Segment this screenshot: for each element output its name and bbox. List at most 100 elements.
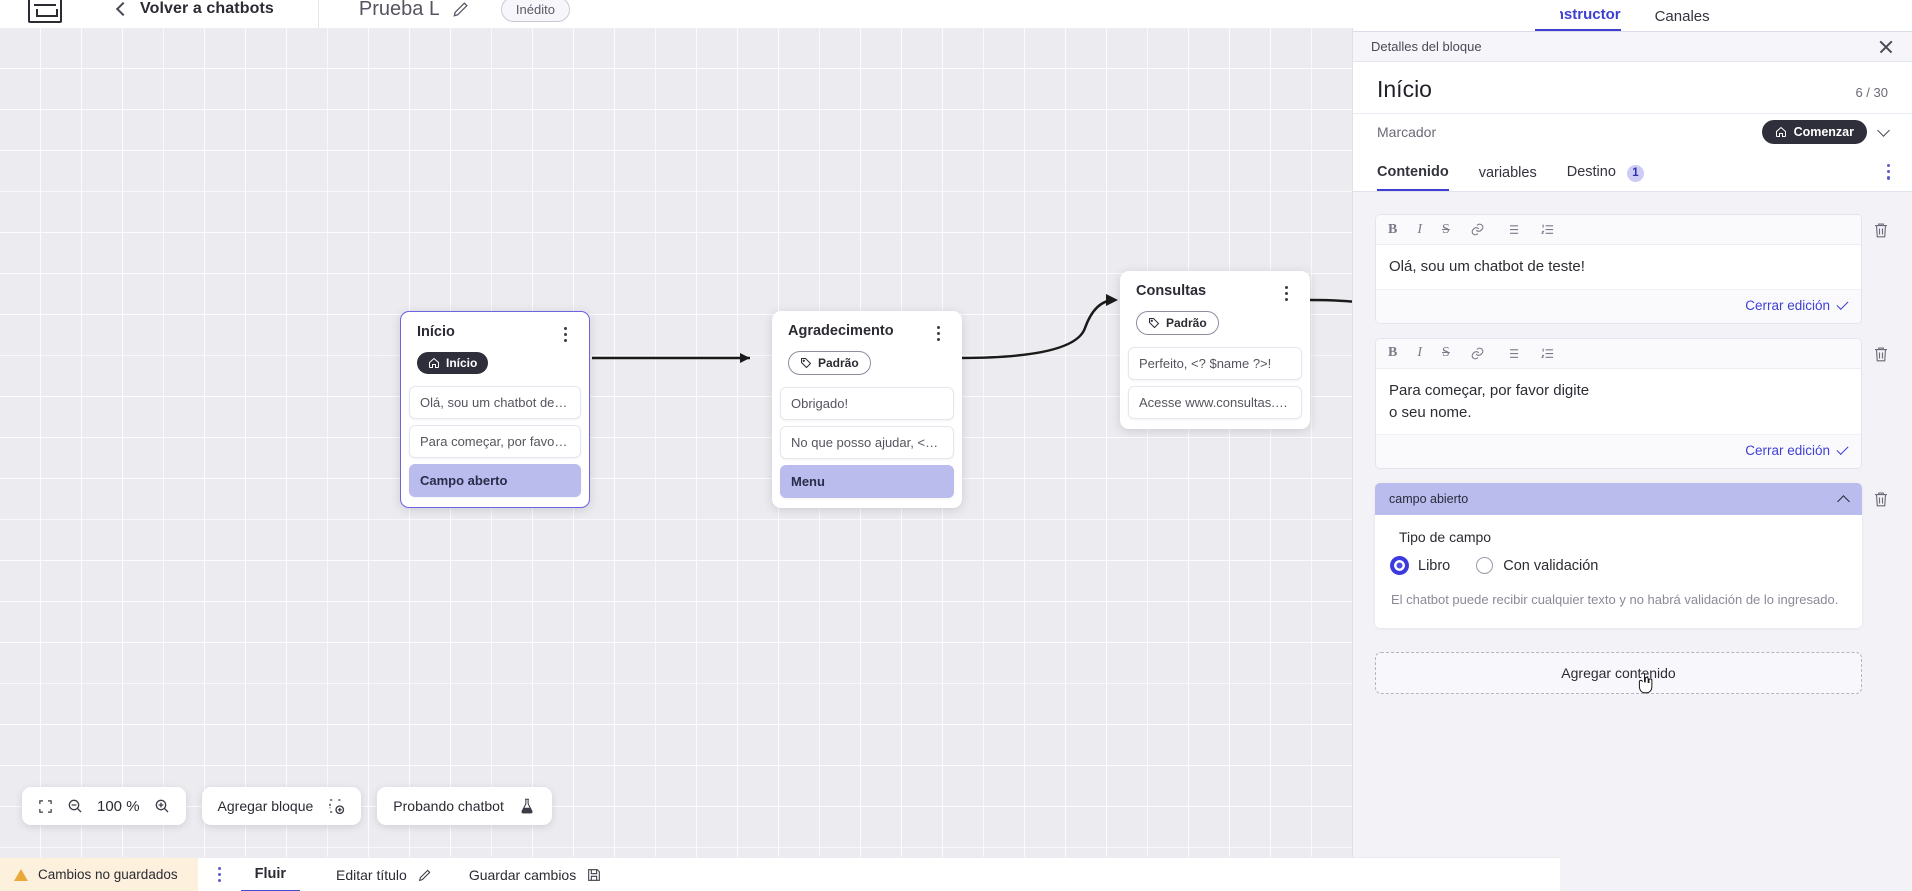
flow-node-inicio[interactable]: Início Início Olá, sou um chatbot de tes… — [400, 311, 590, 508]
destino-count-badge: 1 — [1626, 165, 1644, 182]
node-message[interactable]: Obrigado! — [780, 387, 954, 420]
close-edit-button[interactable]: Cerrar edición — [1745, 297, 1849, 313]
editor-text-content[interactable]: Para começar, por favor digite o seu nom… — [1389, 381, 1590, 421]
chevron-up-icon[interactable] — [1837, 494, 1850, 508]
add-block-button[interactable]: Agregar bloque — [201, 787, 362, 825]
node-header: Consultas — [1120, 283, 1310, 301]
flow-node-agradecimento[interactable]: Agradecimento Padrão Obrigado! No que po… — [772, 311, 962, 508]
node-header: Início — [401, 324, 589, 342]
zoom-out-icon[interactable] — [67, 798, 83, 814]
zoom-controls[interactable]: 100 % — [22, 787, 186, 825]
radio-option-con-validacion[interactable]: Con validación — [1476, 557, 1598, 575]
delete-block-icon[interactable] — [1872, 220, 1890, 240]
tab-variables-label: variables — [1478, 165, 1537, 181]
save-changes-label: Guardar cambios — [468, 866, 577, 883]
tab-contenido-label: Contenido — [1377, 164, 1449, 180]
panel-overflow-menu-button[interactable] — [1886, 164, 1890, 180]
flask-icon — [521, 798, 533, 814]
node-tag-label: Padrão — [1166, 316, 1207, 330]
tab-destino[interactable]: Destino 1 — [1567, 164, 1644, 191]
accordion-body: Tipo de campo Libro Con validación E — [1375, 515, 1862, 629]
marker-value-pill[interactable]: Comenzar — [1761, 120, 1867, 144]
back-to-chatbots-link[interactable]: Volver a chatbots — [115, 0, 274, 18]
delete-field-icon[interactable] — [1872, 489, 1890, 509]
test-chatbot-label: Probando chatbot — [393, 798, 504, 814]
zoom-in-icon[interactable] — [154, 798, 170, 814]
italic-icon[interactable]: I — [1417, 345, 1423, 361]
pencil-icon — [418, 869, 431, 881]
flow-node-consultas[interactable]: Consultas Padrão Perfeito, <? $name ?>! … — [1120, 271, 1310, 429]
node-action[interactable]: Menu — [780, 465, 954, 498]
fit-screen-icon[interactable] — [38, 799, 53, 814]
node-message[interactable]: No que posso ajudar, <? $name ... — [780, 426, 954, 459]
numbered-list-icon[interactable] — [1540, 222, 1555, 237]
link-icon[interactable] — [1470, 222, 1485, 237]
edit-title-button[interactable]: Editar título — [336, 867, 433, 883]
bold-icon[interactable]: B — [1388, 345, 1398, 361]
block-title: Início — [1377, 76, 1432, 102]
node-title: Início — [417, 324, 455, 340]
tab-fluir[interactable]: Fluir — [240, 858, 301, 891]
tab-contenido[interactable]: Contenido — [1377, 164, 1449, 191]
editor-footer: Cerrar edición — [1376, 288, 1861, 323]
strikethrough-icon[interactable]: S — [1442, 221, 1450, 237]
tab-canales[interactable]: Canales — [1654, 8, 1710, 25]
numbered-list-icon[interactable] — [1540, 346, 1555, 361]
italic-icon[interactable]: I — [1417, 221, 1423, 237]
strikethrough-icon[interactable]: S — [1442, 345, 1450, 361]
add-content-button[interactable]: Agregar contenido — [1375, 652, 1862, 695]
bot-title: Prueba Li — [358, 0, 439, 20]
tag-icon — [1149, 318, 1160, 329]
canvas-toolbar: 100 % Agregar bloque Probando chatbot — [22, 787, 552, 825]
flow-canvas[interactable]: Início Início Olá, sou um chatbot de tes… — [0, 28, 1560, 863]
rich-text-editor[interactable]: B I S Olá, sou um chatbot de teste! Cerr… — [1375, 214, 1862, 324]
close-edit-button[interactable]: Cerrar edición — [1745, 443, 1849, 458]
node-message[interactable]: Acesse www.consultas.com par... — [1128, 386, 1302, 419]
editor-text-content[interactable]: Olá, sou um chatbot de teste! — [1389, 258, 1585, 275]
save-changes-button[interactable]: Guardar cambios — [469, 867, 602, 883]
node-menu-button[interactable] — [930, 323, 946, 341]
panel-content: B I S Olá, sou um chatbot de teste! Cerr… — [1353, 192, 1912, 891]
radio-icon-selected[interactable] — [1391, 557, 1408, 575]
rich-text-editor[interactable]: B I S Para começar, por favor digite o s… — [1375, 337, 1862, 470]
node-body: Obrigado! No que posso ajudar, <? $name … — [772, 387, 962, 498]
node-tag-label: Início — [446, 356, 478, 370]
node-tag-default: Padrão — [788, 351, 871, 375]
bullet-list-icon[interactable] — [1505, 346, 1520, 361]
node-body: Olá, sou um chatbot de teste! Para começ… — [401, 386, 589, 497]
bottom-status-bar: Cambios no guardados Fluir Editar título… — [0, 857, 1560, 891]
node-menu-button[interactable] — [1278, 283, 1294, 301]
node-action[interactable]: Campo aberto — [409, 464, 581, 497]
delete-block-icon[interactable] — [1872, 344, 1890, 364]
statusbar-menu-button[interactable] — [217, 867, 221, 882]
edit-title-label: Editar título — [336, 866, 407, 883]
radio-option-libro[interactable]: Libro — [1391, 557, 1450, 575]
node-tag-label: Padrão — [818, 356, 859, 370]
field-settings-block: campo abierto Tipo de campo Libro — [1375, 483, 1890, 629]
app-logo-icon[interactable] — [28, 0, 62, 23]
edit-pencil-icon[interactable] — [451, 0, 471, 19]
unsaved-changes-label: Cambios no guardados — [38, 867, 178, 882]
accordion-header[interactable]: campo abierto — [1375, 483, 1862, 516]
add-content-label: Agregar contenido — [1561, 665, 1676, 682]
close-icon[interactable] — [1878, 39, 1894, 55]
test-chatbot-button[interactable]: Probando chatbot — [377, 787, 552, 825]
bullet-list-icon[interactable] — [1505, 222, 1520, 237]
tab-variables[interactable]: variables — [1479, 165, 1537, 190]
link-icon[interactable] — [1470, 346, 1485, 361]
add-block-icon — [329, 799, 345, 815]
chevron-down-icon[interactable] — [1877, 123, 1890, 137]
node-menu-button[interactable] — [557, 324, 573, 342]
panel-title-row: Início 6 / 30 — [1353, 62, 1912, 113]
field-type-radio-group: Libro Con validación — [1391, 557, 1846, 575]
radio-icon[interactable] — [1476, 557, 1494, 575]
top-bar-divider — [317, 0, 319, 28]
node-message[interactable]: Olá, sou um chatbot de teste! — [409, 386, 581, 419]
chevron-left-icon — [115, 1, 131, 17]
node-message[interactable]: Para começar, por favor digite o ... — [409, 425, 581, 458]
top-bar: Volver a chatbots Prueba Li Inédito — [0, 0, 1560, 28]
node-body: Perfeito, <? $name ?>! Acesse www.consul… — [1120, 347, 1310, 419]
node-message[interactable]: Perfeito, <? $name ?>! — [1128, 347, 1302, 380]
editor-footer: Cerrar edición — [1376, 434, 1861, 469]
bold-icon[interactable]: B — [1388, 221, 1398, 237]
